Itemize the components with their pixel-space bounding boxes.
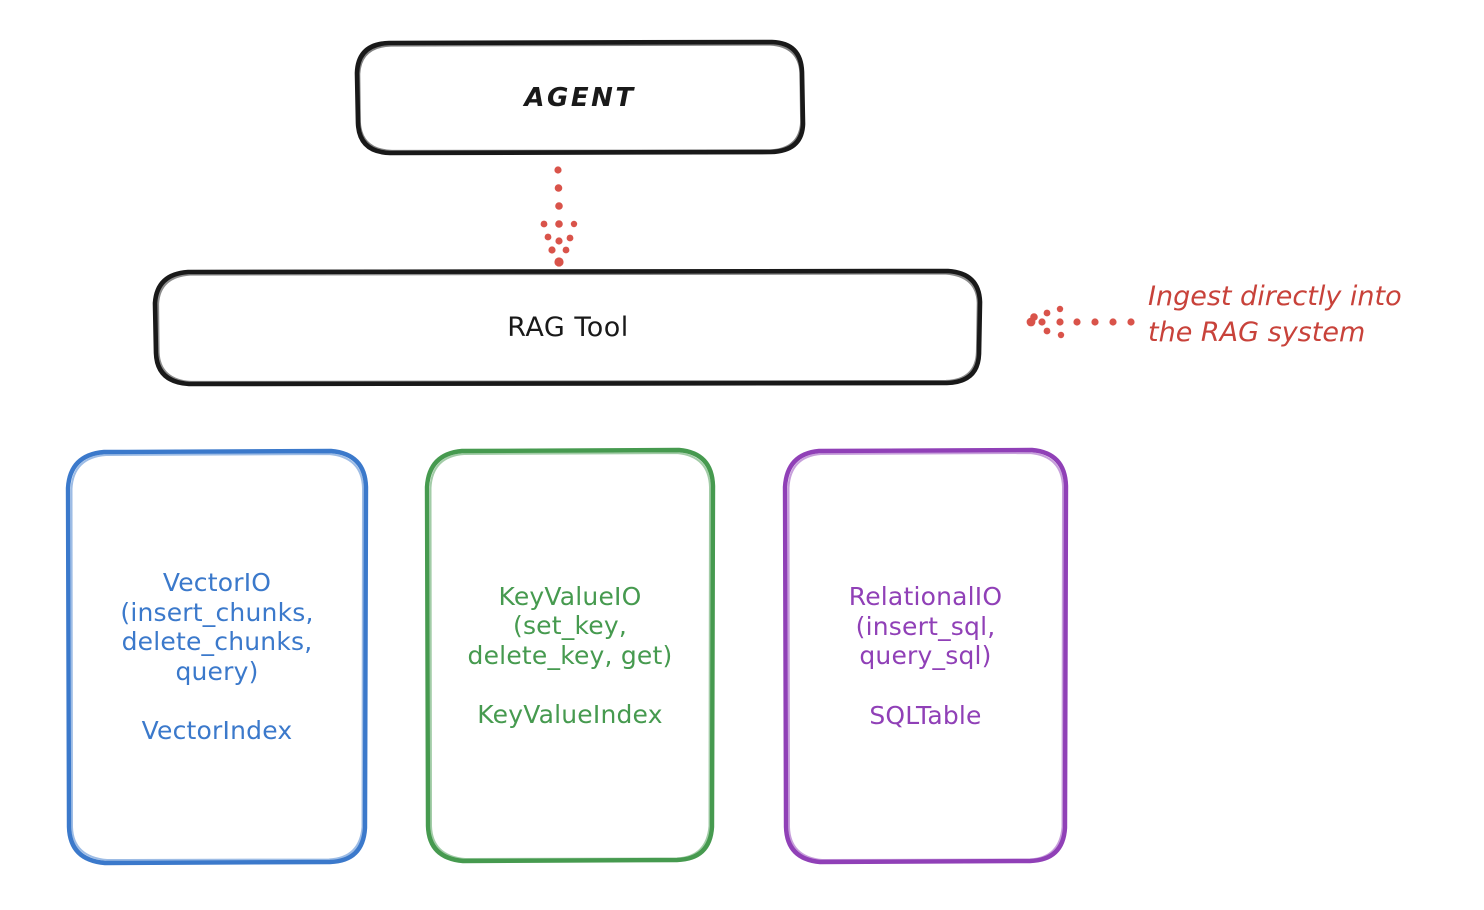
node-vector-io-line-3: query) [175,656,259,686]
node-relational-io-line-2: query_sql) [859,641,992,670]
node-relational-io[interactable]: RelationalIO (insert_sql, query_sql) SQL… [785,450,1066,862]
node-key-value-io-line-1: (set_key, [513,611,627,640]
node-key-value-io[interactable]: KeyValueIO (set_key, delete_key, get) Ke… [427,450,713,861]
node-key-value-io-line-2: delete_key, get) [467,640,673,670]
node-vector-io-line-0: VectorIO [162,568,272,598]
rag-tool-box-outline [152,268,983,387]
node-relational-io-secondary: SQLTable [869,700,982,730]
node-key-value-io-secondary: KeyValueIndex [477,700,663,729]
agent-to-rag-tool-arrow [540,166,578,267]
node-vector-io[interactable]: VectorIO (insert_chunks, delete_chunks, … [68,451,366,863]
node-relational-io-line-0: RelationalIO [848,582,1003,611]
node-rag-tool-label: RAG Tool [507,311,629,343]
node-vector-io-line-2: delete_chunks, [121,627,313,657]
node-relational-io-line-1: (insert_sql, [855,611,996,641]
relationalio-box-outline [782,447,1069,865]
node-agent[interactable]: AGENT [357,42,803,154]
node-vector-io-secondary: VectorIndex [141,716,293,746]
node-vector-io-line-1: (insert_chunks, [120,597,314,627]
ingest-to-rag-tool-arrow [1026,305,1135,339]
node-key-value-io-line-0: KeyValueIO [498,581,642,611]
keyvalueio-box-outline [424,447,716,864]
node-agent-label: AGENT [524,82,636,113]
ingest-annotation-text: Ingest directly into the RAG system [1148,281,1402,348]
node-rag-tool[interactable]: RAG Tool [155,271,981,384]
agent-box-outline [354,39,806,156]
vectorio-box-outline [65,448,369,866]
